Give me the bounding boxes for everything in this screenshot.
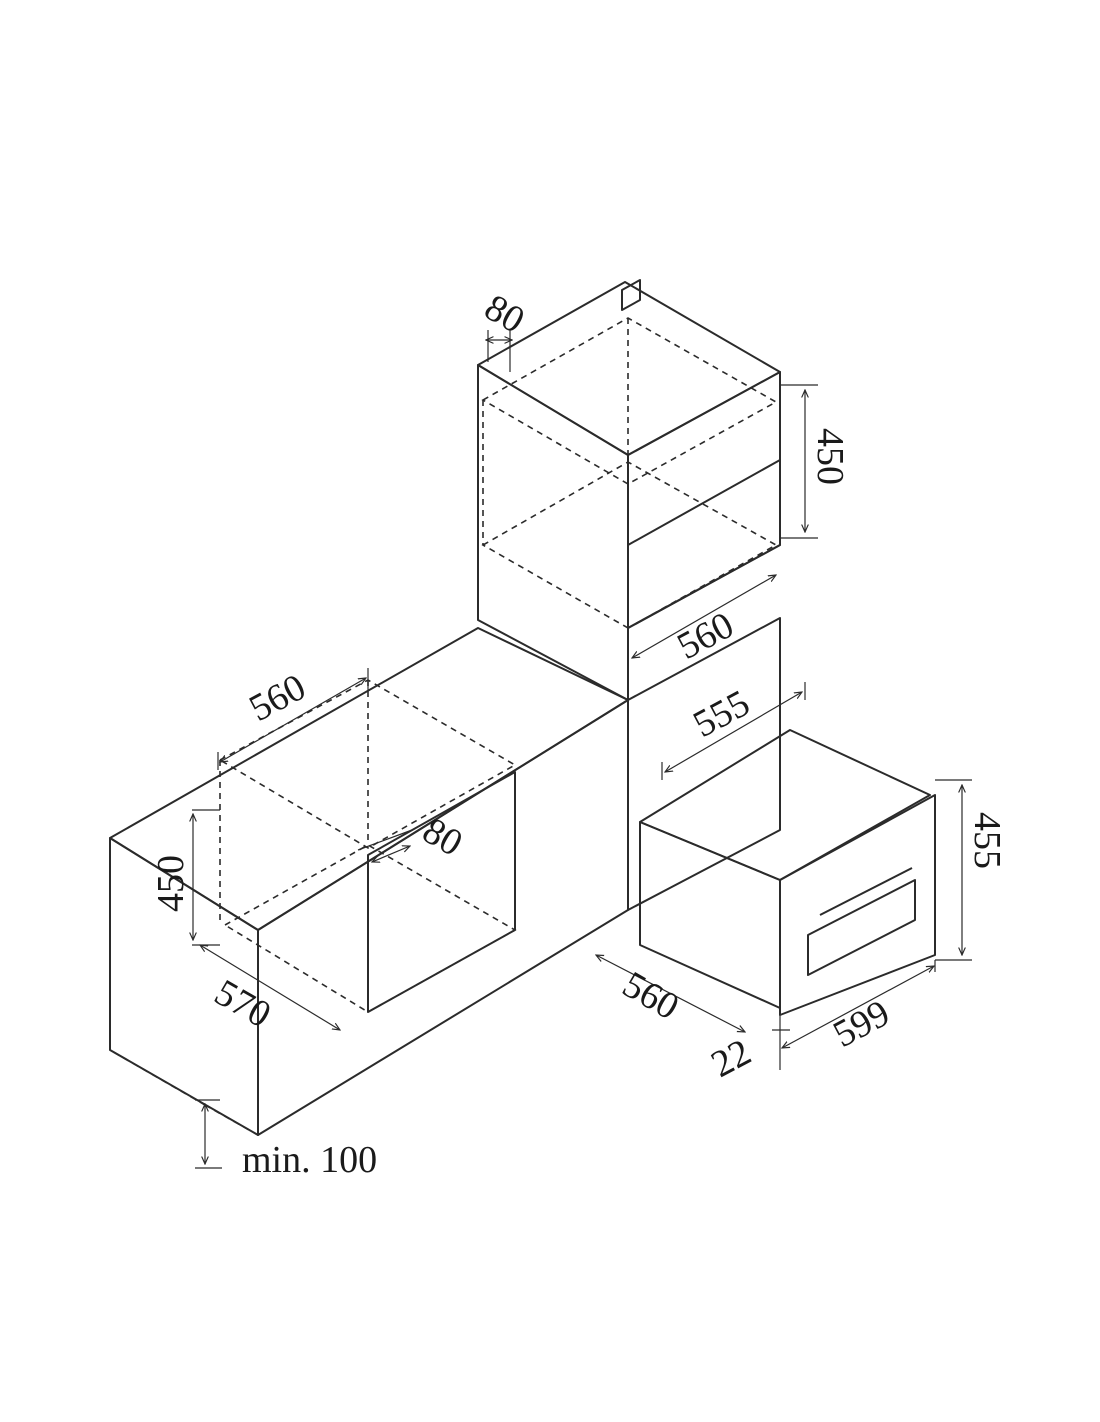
appliance-front-panel (779, 794, 936, 1016)
counter-front (257, 699, 629, 1136)
upper-niche-hidden-edges (481, 317, 778, 485)
upper-niche-hidden-bottom (481, 461, 778, 629)
lower-niche-floor (223, 844, 517, 1013)
upper-width-label: 560 (671, 604, 741, 668)
upper-gap-top-label: 80 (478, 286, 532, 341)
counter-right-front (627, 617, 781, 911)
appliance (639, 729, 936, 1016)
appliance-top (639, 729, 931, 881)
dimension-lines (192, 330, 972, 1169)
appliance-front-thickness-label: 22 (705, 1031, 758, 1086)
lower-width-label: 560 (243, 666, 313, 730)
upper-cabinet-right-side (627, 371, 781, 629)
upper-niche-floor (627, 459, 781, 629)
lower-gap-rear-label: 80 (416, 809, 470, 864)
appliance-height-label: 455 (966, 812, 1008, 869)
lower-depth-label: 570 (208, 971, 278, 1036)
upper-cabinet-left-face (477, 364, 629, 701)
appliance-depth-body-label: 555 (687, 682, 757, 746)
dimension-labels: 80 450 560 560 450 80 570 min. 100 555 4… (150, 286, 1008, 1181)
min-bottom-label: min. 100 (242, 1139, 377, 1181)
base-counter (109, 617, 781, 1136)
appliance-door-window (807, 879, 916, 976)
upper-height-label: 450 (809, 428, 851, 485)
upper-cabinet-rear-lip (621, 279, 641, 311)
appliance-front-width-label: 599 (827, 992, 897, 1056)
lower-niche-opening (367, 771, 516, 1013)
appliance-control-strip (819, 867, 913, 916)
appliance-depth-label: 560 (616, 963, 686, 1028)
lower-height-label: 450 (150, 855, 192, 912)
